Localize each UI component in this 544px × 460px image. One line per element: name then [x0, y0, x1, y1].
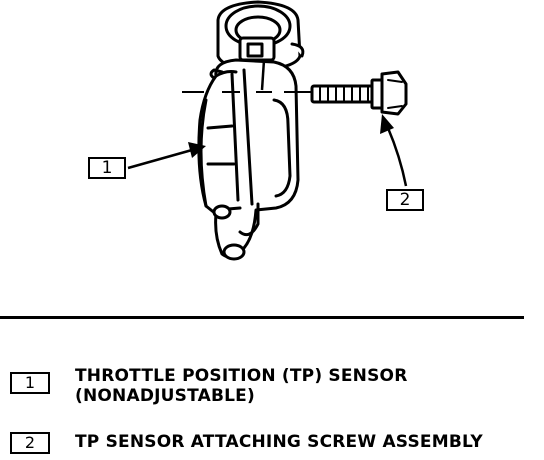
tp-sensor-illustration	[127, 0, 408, 261]
callout-2-leader	[380, 114, 408, 187]
attaching-screw	[310, 70, 408, 116]
legend-number-box: 2	[10, 432, 50, 454]
legend-number-box: 1	[10, 372, 50, 394]
callout-1-box: 1	[88, 157, 126, 179]
callout-2-box: 2	[386, 189, 424, 211]
legend-divider	[0, 316, 524, 319]
callout-1-leader	[127, 142, 206, 170]
legend-label-line1: TP SENSOR ATTACHING SCREW ASSEMBLY	[75, 432, 483, 452]
sensor-connector	[216, 0, 305, 72]
legend-label-line1: THROTTLE POSITION (TP) SENSOR	[75, 366, 408, 386]
screw-centerline	[182, 59, 312, 93]
legend-label-line2: (NONADJUSTABLE)	[75, 386, 255, 406]
sensor-body	[197, 58, 300, 261]
